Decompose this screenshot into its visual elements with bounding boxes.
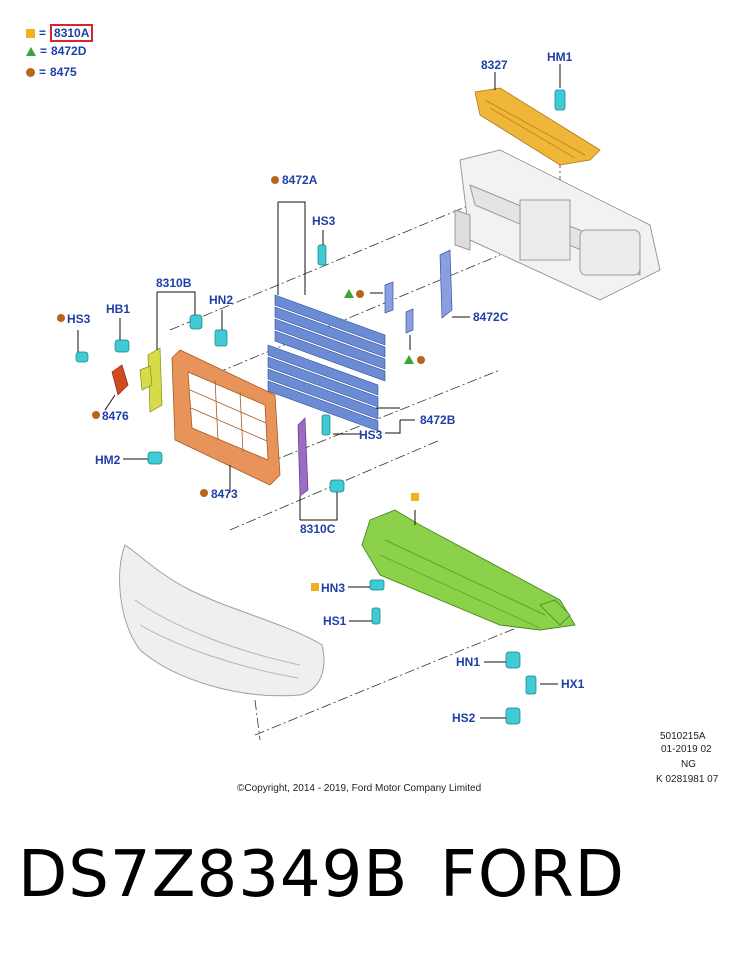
red-bracket-part [111, 364, 129, 396]
callout-8476[interactable]: 8476 [102, 409, 129, 423]
callout-hm1[interactable]: HM1 [547, 50, 573, 64]
diagram-reference: K 0281981 07 [656, 774, 719, 785]
green-triangle-icon [26, 46, 36, 56]
callout-hb1[interactable]: HB1 [106, 302, 131, 316]
callout-8310c[interactable]: 8310C [300, 522, 336, 536]
callout-8310b[interactable]: 8310B [156, 276, 192, 290]
shutter-frame-part [171, 349, 281, 486]
callout-hn3[interactable]: HN3 [321, 581, 346, 595]
callout-8473[interactable]: 8473 [211, 487, 238, 501]
callout-8472b[interactable]: 8472B [420, 413, 456, 427]
callout-symbols [57, 176, 425, 591]
callout-hs2[interactable]: HS2 [452, 711, 476, 725]
legend-code: 8472D [51, 44, 87, 58]
legend-code-highlighted[interactable]: 8310A [50, 24, 94, 42]
legend-code: 8475 [50, 65, 77, 79]
part-number-heading: DS7Z8349B [18, 838, 409, 912]
side-bracket-part [139, 347, 163, 413]
diagram-region: NG [681, 759, 696, 770]
upper-shield-part [474, 87, 601, 166]
legend-equals: = [39, 65, 47, 79]
callout-hs1[interactable]: HS1 [323, 614, 347, 628]
legend-equals: = [39, 26, 47, 40]
legend-row-8472d: = 8472D [26, 44, 86, 58]
callout-8327[interactable]: 8327 [481, 58, 508, 72]
diagram-code: 5010215A [660, 731, 706, 742]
legend-row-8310a: = 8310A [26, 24, 94, 42]
callout-hx1[interactable]: HX1 [561, 677, 585, 691]
fasteners [75, 89, 566, 725]
bumper-cover [119, 544, 325, 697]
callout-8472a[interactable]: 8472A [282, 173, 318, 187]
callout-hs3-left[interactable]: HS3 [67, 312, 91, 326]
callout-8472c[interactable]: 8472C [473, 310, 509, 324]
shutter-bracket-part [384, 249, 453, 334]
brown-dot-icon [26, 67, 35, 77]
lower-shutter-part [267, 344, 379, 432]
callout-hs3-mid[interactable]: HS3 [359, 428, 383, 442]
orange-square-icon [26, 28, 35, 38]
upper-shutter-part [274, 294, 386, 382]
legend-row-8475: = 8475 [26, 65, 77, 79]
brand-heading: FORD [440, 838, 625, 912]
leader-lines [77, 64, 561, 719]
purple-deflector-part [297, 417, 309, 497]
callout-hn2[interactable]: HN2 [209, 293, 234, 307]
copyright-notice: ©Copyright, 2014 - 2019, Ford Motor Comp… [237, 783, 482, 794]
callout-hm2[interactable]: HM2 [95, 453, 121, 467]
radiator-support [454, 149, 661, 301]
under-shield-part [361, 509, 576, 631]
legend-equals: = [40, 44, 48, 58]
callout-hn1[interactable]: HN1 [456, 655, 481, 669]
diagram-date: 01-2019 02 [661, 744, 712, 755]
callout-hs3-top[interactable]: HS3 [312, 214, 336, 228]
